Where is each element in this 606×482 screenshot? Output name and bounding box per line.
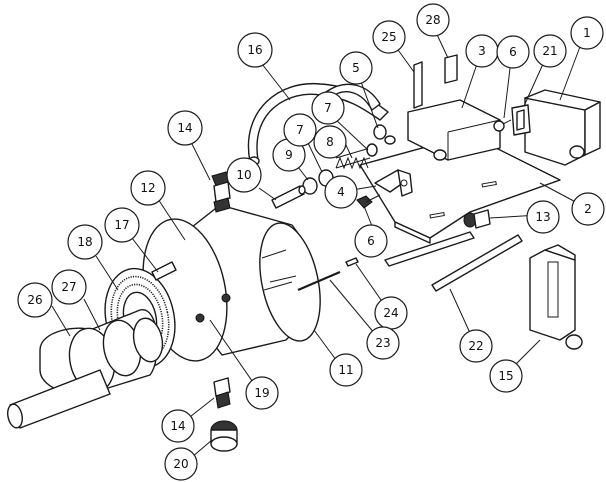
callout-18: 18 (68, 225, 102, 259)
callout-16: 16 (238, 33, 272, 67)
svg-text:5: 5 (352, 61, 360, 75)
callout-4: 4 (325, 176, 357, 208)
svg-text:8: 8 (326, 135, 334, 149)
callout-19: 19 (246, 377, 278, 409)
callout-2: 2 (572, 193, 604, 225)
svg-text:20: 20 (173, 457, 188, 471)
callout-5: 5 (340, 52, 372, 84)
svg-text:25: 25 (381, 30, 396, 44)
svg-text:23: 23 (375, 336, 390, 350)
screw-6-top (494, 120, 511, 131)
svg-text:6: 6 (509, 45, 517, 59)
svg-text:19: 19 (254, 386, 269, 400)
motor-block (525, 90, 600, 165)
block-28 (445, 55, 457, 83)
pin-10 (272, 186, 305, 208)
svg-text:9: 9 (285, 148, 293, 162)
callout-8: 8 (314, 126, 346, 158)
callout-24: 24 (375, 297, 407, 329)
callout-14-top: 14 (168, 111, 202, 145)
svg-text:27: 27 (61, 280, 76, 294)
callout-15: 15 (490, 360, 522, 392)
handle-unit-15 (530, 245, 582, 349)
svg-text:22: 22 (468, 339, 483, 353)
svg-text:7: 7 (296, 123, 304, 137)
svg-text:15: 15 (498, 369, 513, 383)
svg-text:11: 11 (338, 363, 353, 377)
callout-1: 1 (571, 17, 603, 49)
callout-11: 11 (330, 354, 362, 386)
svg-text:13: 13 (535, 210, 550, 224)
post-25 (414, 62, 422, 108)
callout-7-right: 7 (312, 92, 344, 124)
impeller-assembly (6, 310, 167, 430)
callout-10: 10 (227, 158, 261, 192)
svg-text:26: 26 (27, 293, 42, 307)
svg-text:4: 4 (337, 185, 345, 199)
svg-text:1: 1 (583, 26, 591, 40)
callout-20: 20 (165, 448, 197, 480)
callout-7-left: 7 (284, 114, 316, 146)
callout-6-top: 6 (497, 36, 529, 68)
screw-6-lower (357, 195, 380, 208)
svg-text:7: 7 (324, 101, 332, 115)
svg-text:2: 2 (584, 202, 592, 216)
callout-17: 17 (105, 208, 139, 242)
ring-5 (374, 125, 386, 139)
svg-text:28: 28 (425, 13, 440, 27)
callout-28: 28 (417, 4, 449, 36)
fitting-14-bottom (214, 378, 230, 408)
callout-27: 27 (52, 270, 86, 304)
clip-21 (512, 105, 530, 135)
svg-text:3: 3 (478, 44, 486, 58)
svg-text:12: 12 (140, 181, 155, 195)
callout-23: 23 (367, 327, 399, 359)
svg-text:6: 6 (367, 234, 375, 248)
svg-text:10: 10 (236, 168, 251, 182)
svg-text:17: 17 (114, 218, 129, 232)
svg-text:16: 16 (247, 43, 262, 57)
callout-12: 12 (131, 171, 165, 205)
callout-13: 13 (527, 201, 559, 233)
center-block (385, 100, 500, 160)
svg-text:14: 14 (170, 419, 185, 433)
callout-22: 22 (460, 330, 492, 362)
callout-25: 25 (373, 21, 405, 53)
svg-text:18: 18 (77, 235, 92, 249)
cap-20 (211, 421, 237, 451)
svg-text:21: 21 (542, 44, 557, 58)
svg-text:24: 24 (383, 306, 398, 320)
svg-text:14: 14 (177, 121, 192, 135)
callout-3: 3 (466, 35, 498, 67)
callout-26: 26 (18, 283, 52, 317)
callout-14-bottom: 14 (162, 410, 194, 442)
callout-6-lower: 6 (355, 225, 387, 257)
callout-21: 21 (534, 35, 566, 67)
